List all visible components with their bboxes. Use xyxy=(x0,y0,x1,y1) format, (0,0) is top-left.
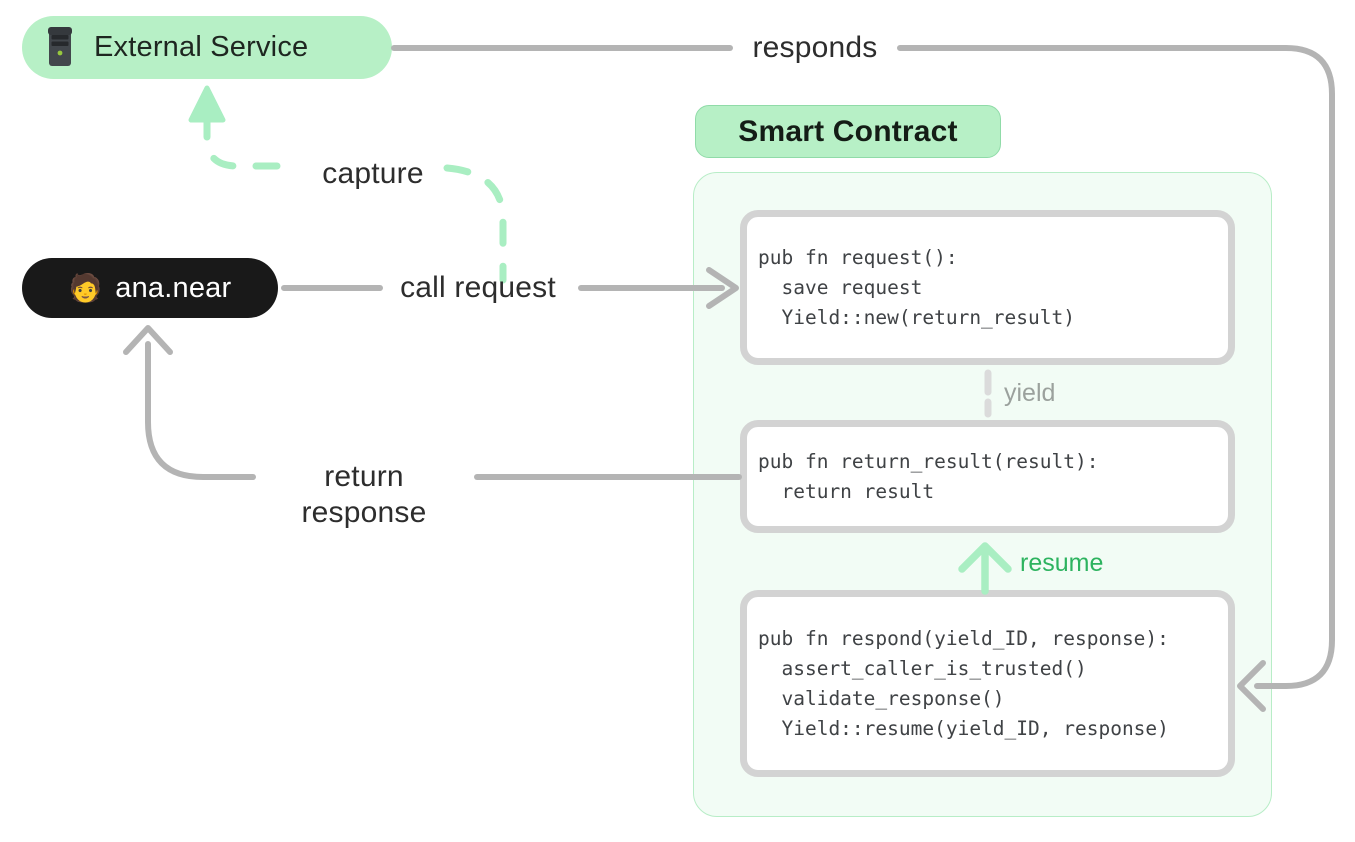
call-request-label: call request xyxy=(400,271,556,304)
external-service-node: External Service xyxy=(22,16,392,79)
code-line: pub fn return_result(result): xyxy=(758,449,1099,473)
code-line: assert_caller_is_trusted() xyxy=(758,656,1087,680)
return-response-label: return response xyxy=(301,460,427,529)
code-line: pub fn respond(yield_ID, response): xyxy=(758,626,1169,650)
return-response-line-left xyxy=(145,341,256,480)
capture-label: capture xyxy=(322,157,424,190)
responds-label: responds xyxy=(752,31,878,64)
external-service-label: External Service xyxy=(94,31,309,63)
code-line: Yield::new(return_result) xyxy=(758,305,1075,329)
respond-function-box: pub fn respond(yield_ID, response): asse… xyxy=(740,590,1235,777)
code-line: return result xyxy=(758,479,935,503)
code-line: save request xyxy=(758,275,923,299)
return-response-arrowhead xyxy=(123,325,173,355)
code-line: Yield::resume(yield_ID, response) xyxy=(758,716,1169,740)
user-node: 🧑 ana.near xyxy=(22,258,278,318)
smart-contract-title: Smart Contract xyxy=(695,105,1001,158)
smart-contract-title-label: Smart Contract xyxy=(738,114,958,148)
user-label: ana.near xyxy=(115,271,232,304)
person-emoji: 🧑 xyxy=(68,272,103,303)
yield-label: yield xyxy=(1004,379,1056,407)
return-result-function-box: pub fn return_result(result): return res… xyxy=(740,420,1235,533)
request-function-box: pub fn request(): save request Yield::ne… xyxy=(740,210,1235,365)
code-line: validate_response() xyxy=(758,686,1005,710)
capture-dashed-line-right xyxy=(443,164,507,284)
server-icon xyxy=(48,27,72,68)
capture-arrowhead xyxy=(188,85,226,123)
capture-dashed-line-left xyxy=(203,112,303,170)
code-line: pub fn request(): xyxy=(758,245,958,269)
resume-label: resume xyxy=(1020,549,1104,577)
